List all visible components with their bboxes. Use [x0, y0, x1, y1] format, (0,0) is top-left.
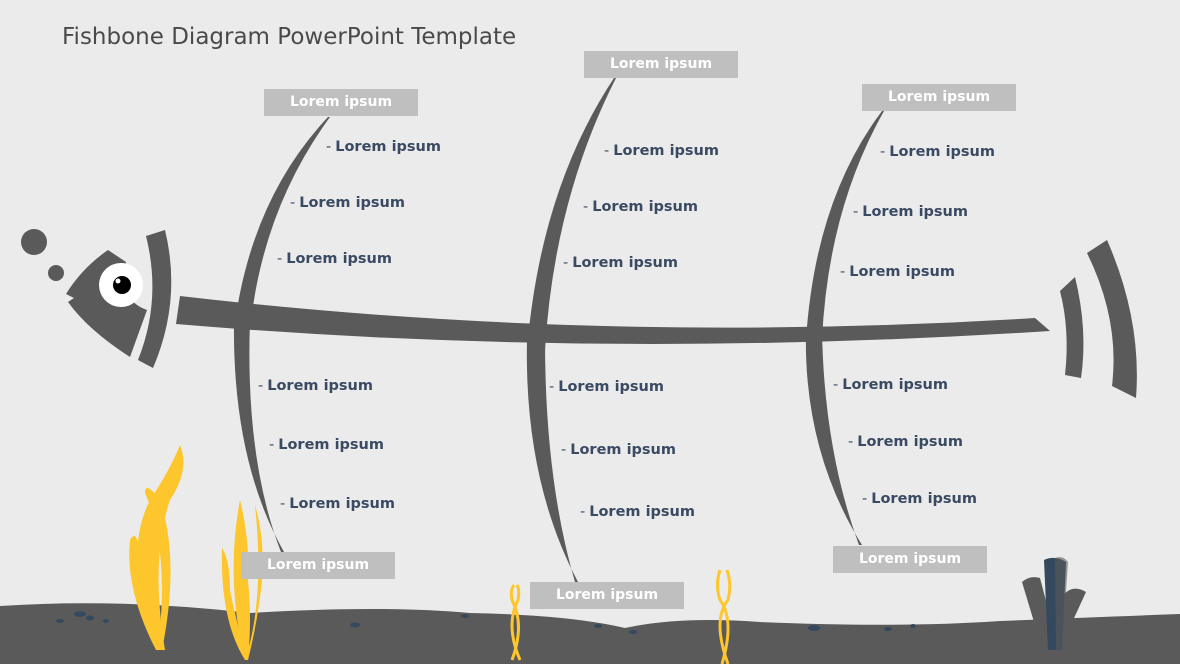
cause-item: -Lorem ipsum [833, 377, 948, 393]
bullet-dash: - [258, 378, 264, 394]
cause-item: -Lorem ipsum [840, 264, 955, 280]
bullet-dash: - [269, 437, 275, 453]
bullet-dash: - [561, 442, 567, 458]
cause-text: Lorem ipsum [286, 251, 392, 267]
bullet-dash: - [563, 255, 569, 271]
cause-item: -Lorem ipsum [853, 204, 968, 220]
cause-item: -Lorem ipsum [880, 144, 995, 160]
cause-text: Lorem ipsum [572, 255, 678, 271]
rib-top-1 [234, 117, 330, 330]
seaweed-left-icon [129, 445, 184, 650]
cause-text: Lorem ipsum [592, 199, 698, 215]
bullet-dash: - [853, 204, 859, 220]
bullet-dash: - [580, 504, 586, 520]
bubble-large-icon [21, 229, 47, 255]
cause-text: Lorem ipsum [842, 377, 948, 393]
cause-item: -Lorem ipsum [269, 437, 384, 453]
cause-text: Lorem ipsum [299, 195, 405, 211]
cause-text: Lorem ipsum [589, 504, 695, 520]
rib-bottom-3 [805, 330, 862, 545]
cause-item: -Lorem ipsum [848, 434, 963, 450]
bullet-dash: - [840, 264, 846, 280]
cause-item: -Lorem ipsum [563, 255, 678, 271]
cause-item: -Lorem ipsum [604, 143, 719, 159]
seaweed-small-1-icon [509, 584, 522, 661]
category-label-bottom-3: Lorem ipsum [833, 546, 987, 573]
category-label-top-1: Lorem ipsum [264, 89, 418, 116]
fish-head-icon [66, 250, 147, 357]
page-title: Fishbone Diagram PowerPoint Template [62, 24, 517, 50]
bullet-dash: - [833, 377, 839, 393]
bubble-small-icon [48, 265, 64, 281]
cause-text: Lorem ipsum [871, 491, 977, 507]
bullet-dash: - [880, 144, 886, 160]
bullet-dash: - [280, 496, 286, 512]
cause-text: Lorem ipsum [857, 434, 963, 450]
cause-item: -Lorem ipsum [277, 251, 392, 267]
cause-item: -Lorem ipsum [580, 504, 695, 520]
cause-text: Lorem ipsum [889, 144, 995, 160]
gill-arc-icon [138, 230, 172, 368]
cause-item: -Lorem ipsum [258, 378, 373, 394]
cause-item: -Lorem ipsum [561, 442, 676, 458]
cause-text: Lorem ipsum [613, 143, 719, 159]
cause-text: Lorem ipsum [558, 379, 664, 395]
rib-bottom-2 [526, 340, 578, 582]
cause-text: Lorem ipsum [849, 264, 955, 280]
category-label-bottom-2: Lorem ipsum [530, 582, 684, 609]
rib-top-2 [527, 78, 616, 350]
seabed [0, 603, 1180, 664]
cause-item: -Lorem ipsum [862, 491, 977, 507]
rib-bottom-1 [233, 320, 284, 552]
tail-inner-arc-icon [1060, 277, 1084, 378]
bullet-dash: - [277, 251, 283, 267]
cause-item: -Lorem ipsum [326, 139, 441, 155]
pebbles [56, 611, 916, 634]
category-label-top-2: Lorem ipsum [584, 51, 738, 78]
cause-text: Lorem ipsum [267, 378, 373, 394]
bullet-dash: - [549, 379, 555, 395]
seaweed-middle-icon [221, 500, 263, 660]
bullet-dash: - [848, 434, 854, 450]
bullet-dash: - [583, 199, 589, 215]
coral-icon [1022, 557, 1086, 650]
category-label-bottom-1: Lorem ipsum [241, 552, 395, 579]
bullet-dash: - [604, 143, 610, 159]
cause-text: Lorem ipsum [570, 442, 676, 458]
seaweed-small-2-icon [716, 569, 732, 664]
bullet-dash: - [326, 139, 332, 155]
cause-item: -Lorem ipsum [583, 199, 698, 215]
cause-text: Lorem ipsum [289, 496, 395, 512]
tail-outer-arc-icon [1087, 240, 1137, 398]
spine [176, 296, 1050, 344]
cause-text: Lorem ipsum [335, 139, 441, 155]
cause-item: -Lorem ipsum [549, 379, 664, 395]
rib-top-3 [806, 111, 884, 340]
bullet-dash: - [862, 491, 868, 507]
cause-text: Lorem ipsum [278, 437, 384, 453]
cause-item: -Lorem ipsum [280, 496, 395, 512]
bullet-dash: - [290, 195, 296, 211]
category-label-top-3: Lorem ipsum [862, 84, 1016, 111]
cause-item: -Lorem ipsum [290, 195, 405, 211]
cause-text: Lorem ipsum [862, 204, 968, 220]
